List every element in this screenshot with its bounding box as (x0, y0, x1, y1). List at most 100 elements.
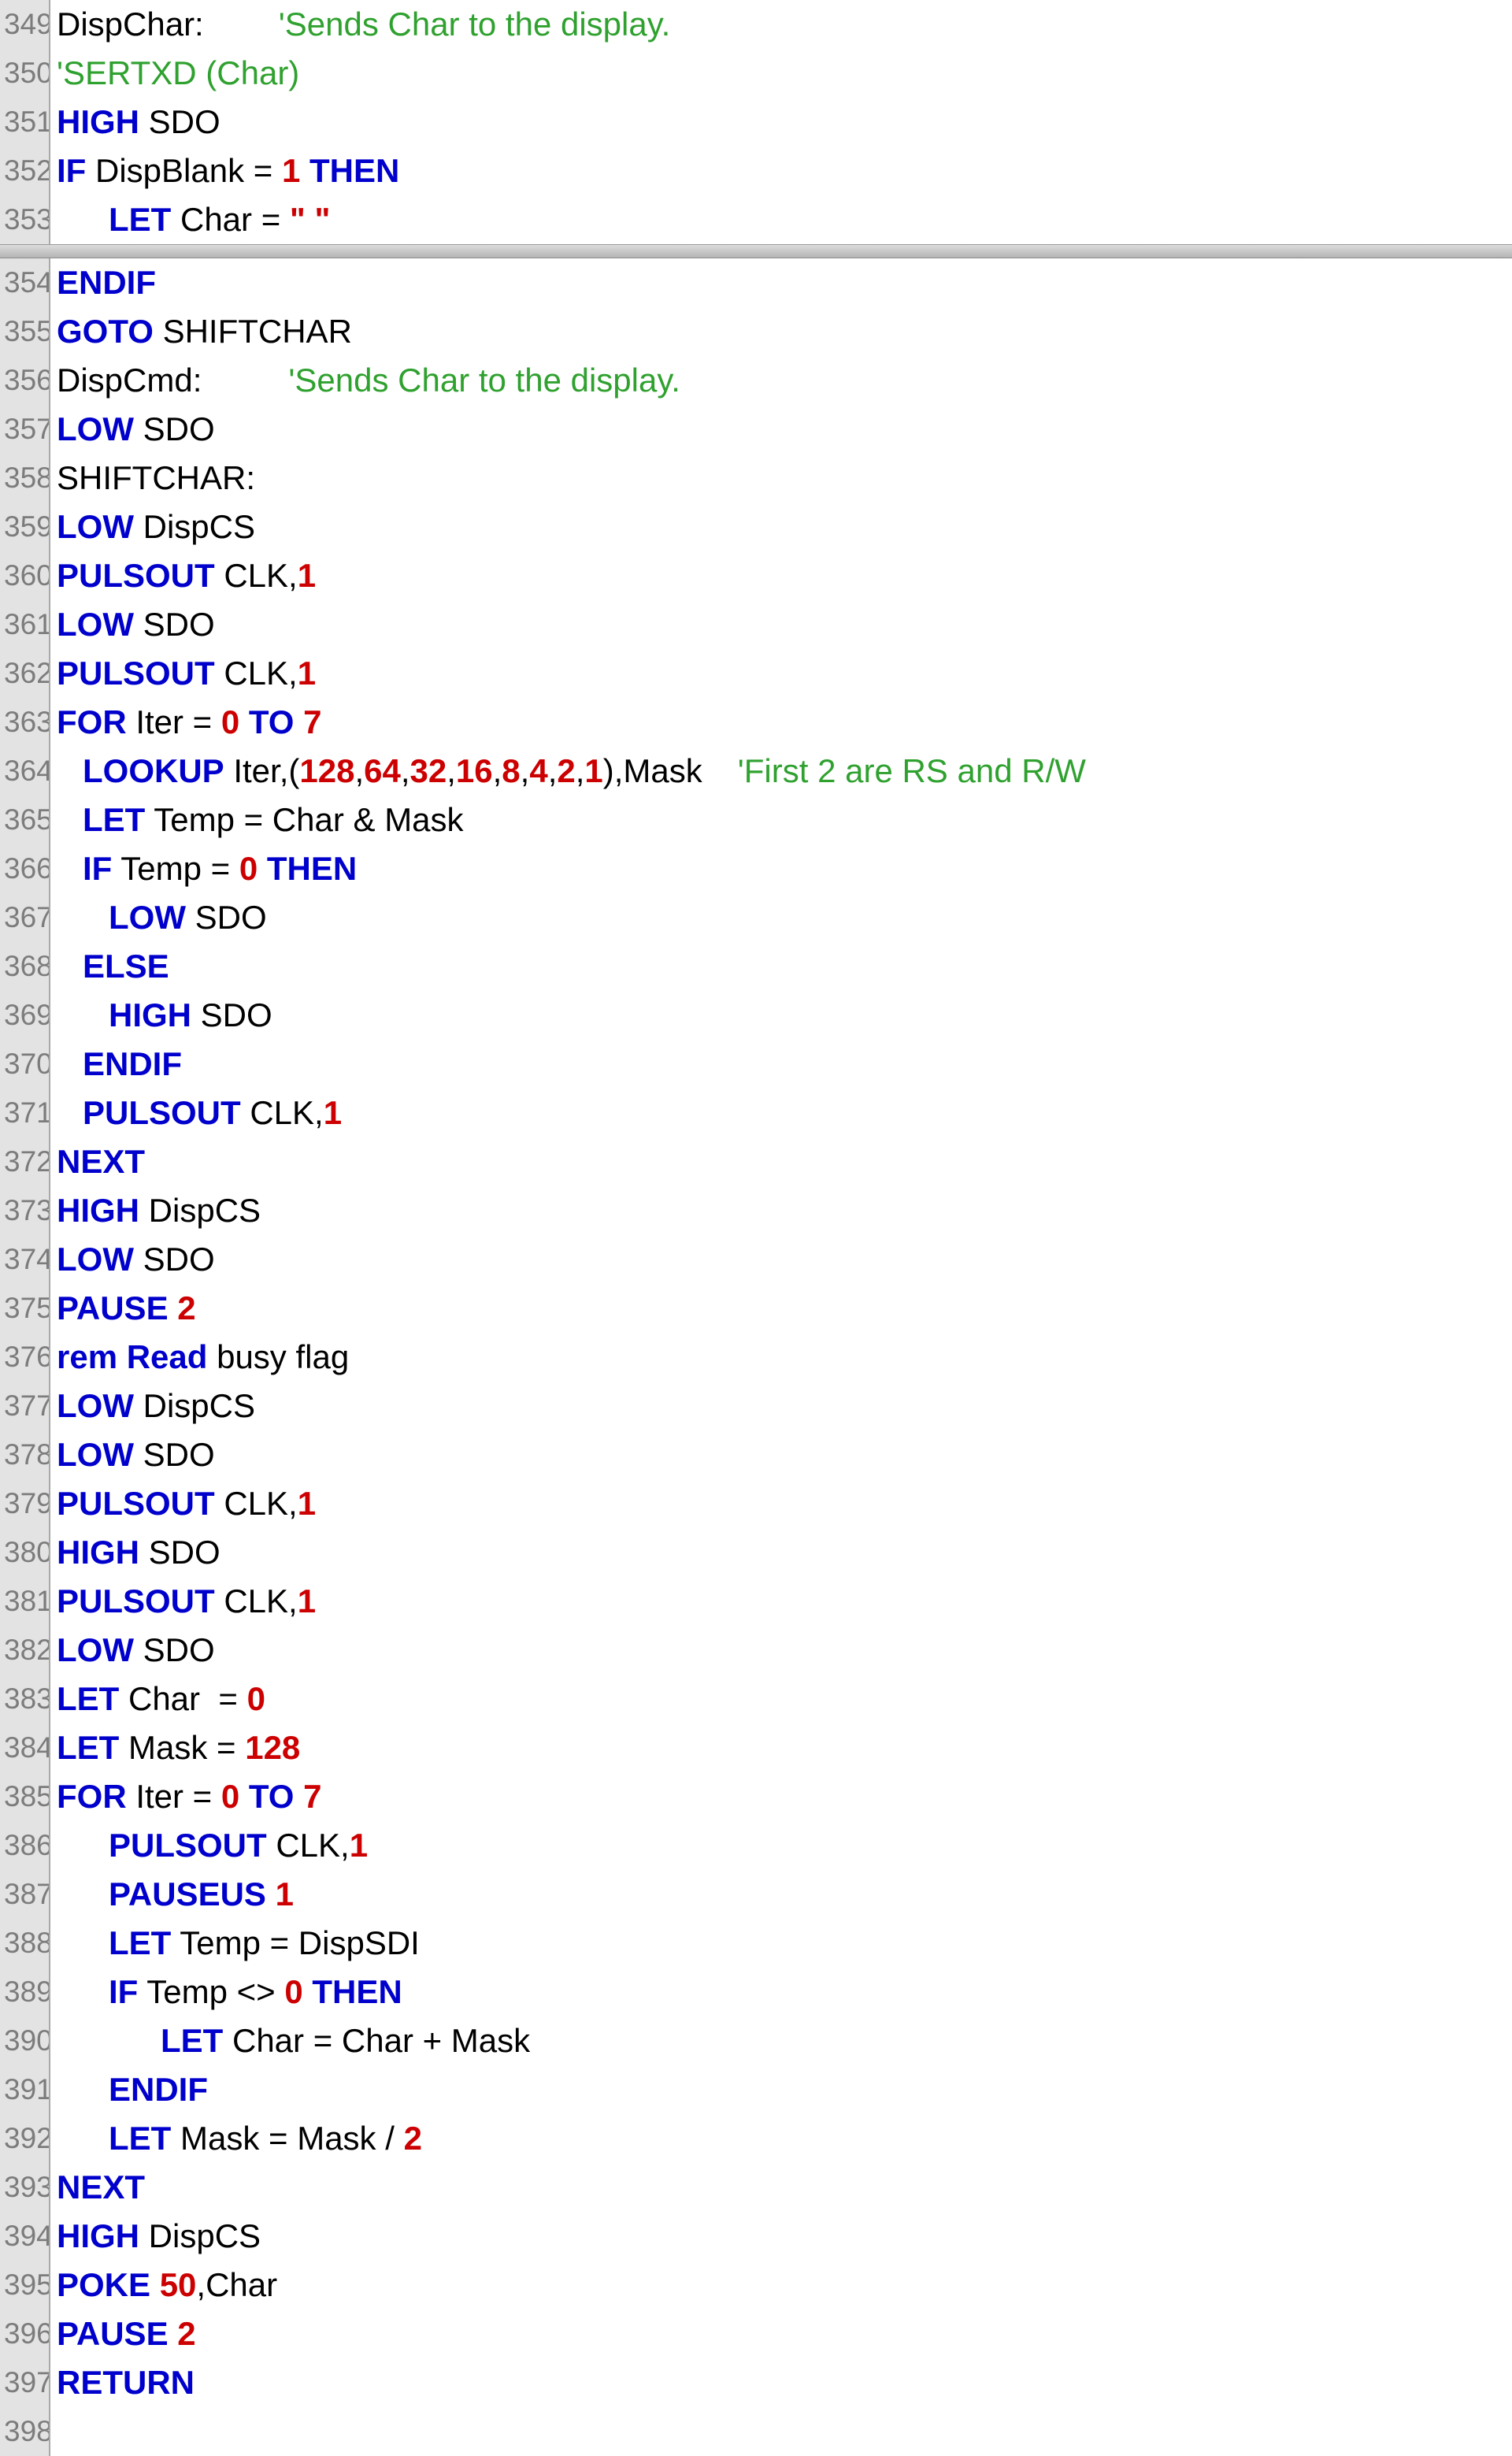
code-text[interactable]: HIGH DispCS (50, 2212, 1512, 2261)
line-number: 360 (0, 551, 50, 600)
token-kw: TO (239, 703, 304, 740)
line-number: 374 (0, 1235, 50, 1284)
code-text[interactable]: LET Mask = Mask / 2 (50, 2114, 1512, 2163)
code-text[interactable]: PULSOUT CLK,1 (50, 1479, 1512, 1528)
code-text[interactable]: LOW SDO (50, 1235, 1512, 1284)
line-number: 394 (0, 2212, 50, 2261)
code-text[interactable]: ENDIF (50, 2065, 1512, 2114)
token-txt: DispCS (133, 1387, 256, 1424)
token-txt: , (354, 752, 365, 789)
token-num: 7 (303, 1778, 322, 1815)
code-text[interactable]: HIGH SDO (50, 1528, 1512, 1577)
line-number: 354 (0, 258, 50, 307)
code-text[interactable]: LOW DispCS (50, 503, 1512, 551)
code-text[interactable]: 'SERTXD (Char) (50, 49, 1512, 98)
code-text[interactable]: PAUSEUS 1 (50, 1870, 1512, 1919)
code-text[interactable]: PULSOUT CLK,1 (50, 649, 1512, 698)
line-number: 363 (0, 698, 50, 747)
token-num: 128 (299, 752, 355, 789)
code-text[interactable]: PAUSE 2 (50, 2309, 1512, 2358)
code-text[interactable]: LET Char = " " (50, 195, 1512, 244)
code-text[interactable]: LOOKUP Iter,(128,64,32,16,8,4,2,1),Mask'… (50, 747, 1512, 796)
token-txt: CLK, (266, 1827, 350, 1864)
code-text[interactable]: LOW DispCS (50, 1382, 1512, 1430)
token-num: 128 (245, 1729, 301, 1766)
code-text[interactable]: PULSOUT CLK,1 (50, 1089, 1512, 1137)
code-text[interactable]: IF DispBlank = 1 THEN (50, 147, 1512, 195)
line-number: 378 (0, 1430, 50, 1479)
code-text[interactable] (50, 2407, 1512, 2456)
code-text[interactable]: PULSOUT CLK,1 (50, 1577, 1512, 1626)
token-kw: LET (109, 201, 172, 238)
code-text[interactable]: SHIFTCHAR: (50, 454, 1512, 503)
code-text[interactable]: HIGH DispCS (50, 1186, 1512, 1235)
token-num: 7 (303, 703, 322, 740)
code-text[interactable]: DispCmd:'Sends Char to the display. (50, 356, 1512, 405)
token-kw: PAUSE (57, 2315, 178, 2352)
code-text[interactable]: GOTO SHIFTCHAR (50, 307, 1512, 356)
code-text[interactable]: LET Char = 0 (50, 1675, 1512, 1723)
code-text[interactable]: LET Temp = DispSDI (50, 1919, 1512, 1968)
code-text[interactable]: DispChar:'Sends Char to the display. (50, 0, 1512, 49)
code-text[interactable]: ELSE (50, 942, 1512, 991)
line-number: 396 (0, 2309, 50, 2358)
code-text[interactable]: LOW SDO (50, 1626, 1512, 1675)
code-text[interactable]: POKE 50,Char (50, 2261, 1512, 2309)
line-number: 393 (0, 2163, 50, 2212)
code-text[interactable]: PAUSE 2 (50, 1284, 1512, 1333)
token-txt: , (547, 752, 558, 789)
code-text[interactable]: LET Char = Char + Mask (50, 2016, 1512, 2065)
split-divider[interactable] (0, 244, 1512, 258)
code-text[interactable]: PULSOUT CLK,1 (50, 551, 1512, 600)
code-text[interactable]: PULSOUT CLK,1 (50, 1821, 1512, 1870)
code-text[interactable]: FOR Iter = 0 TO 7 (50, 698, 1512, 747)
token-kw: rem Read (57, 1338, 208, 1375)
code-text[interactable]: LOW SDO (50, 600, 1512, 649)
code-text[interactable]: ENDIF (50, 1040, 1512, 1089)
code-text[interactable]: RETURN (50, 2358, 1512, 2407)
token-kw: RETURN (57, 2364, 195, 2401)
code-text[interactable]: ENDIF (50, 258, 1512, 307)
code-text[interactable]: HIGH SDO (50, 991, 1512, 1040)
line-number: 350 (0, 49, 50, 98)
code-text[interactable]: LOW SDO (50, 893, 1512, 942)
token-num: 32 (410, 752, 447, 789)
token-num: 4 (529, 752, 548, 789)
code-text[interactable]: HIGH SDO (50, 98, 1512, 147)
token-kw: LOW (57, 508, 134, 545)
code-text[interactable]: LOW SDO (50, 1430, 1512, 1479)
token-txt: , (575, 752, 585, 789)
code-text[interactable]: LET Mask = 128 (50, 1723, 1512, 1772)
code-text[interactable]: LET Temp = Char & Mask (50, 796, 1512, 844)
code-text[interactable]: LOW SDO (50, 405, 1512, 454)
token-txt: Char = (171, 201, 290, 238)
line-number: 358 (0, 454, 50, 503)
token-kw: TO (239, 1778, 304, 1815)
code-text[interactable]: FOR Iter = 0 TO 7 (50, 1772, 1512, 1821)
code-text[interactable]: rem Read busy flag (50, 1333, 1512, 1382)
token-kw: LET (57, 1729, 120, 1766)
token-txt: CLK, (214, 1582, 298, 1619)
code-text[interactable]: NEXT (50, 2163, 1512, 2212)
code-text[interactable]: NEXT (50, 1137, 1512, 1186)
code-text[interactable]: IF Temp <> 0 THEN (50, 1968, 1512, 2016)
token-kw: IF (109, 1973, 139, 2010)
code-text[interactable]: IF Temp = 0 THEN (50, 844, 1512, 893)
line-number: 395 (0, 2261, 50, 2309)
line-number: 381 (0, 1577, 50, 1626)
line-number: 392 (0, 2114, 50, 2163)
token-kw: PULSOUT (109, 1827, 267, 1864)
